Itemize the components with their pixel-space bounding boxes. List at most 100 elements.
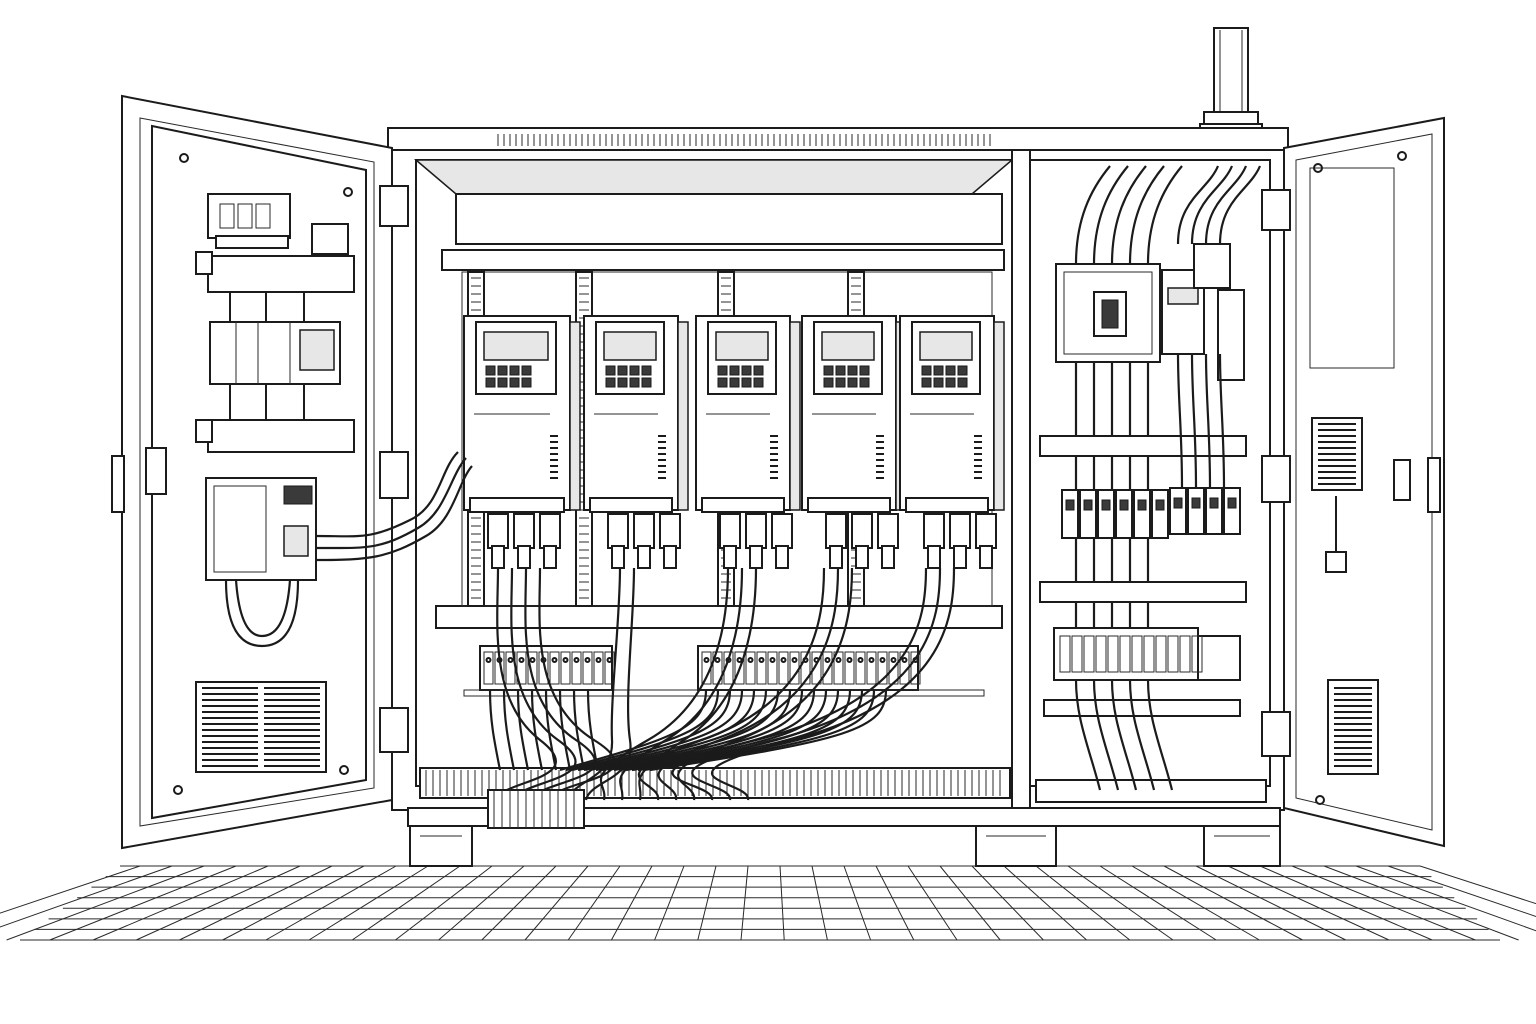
breaker [1115, 489, 1133, 539]
cable [565, 689, 720, 772]
cable [586, 689, 600, 771]
drive-unit [463, 315, 581, 569]
cable [1204, 165, 1248, 245]
cable [510, 567, 577, 801]
cable [601, 689, 792, 772]
left-hinge-bottom [379, 707, 409, 753]
left-door-grille [195, 681, 327, 773]
breaker [1187, 487, 1205, 535]
right-cable-tray [1035, 779, 1267, 803]
left-hinge-mid [379, 451, 409, 499]
cable [589, 689, 768, 772]
right-shelf-2 [1039, 581, 1247, 603]
cable [619, 567, 744, 801]
relay-module [1193, 243, 1231, 289]
cable [643, 689, 876, 772]
cable [613, 689, 816, 772]
breaker [1061, 489, 1079, 539]
cable [1128, 679, 1156, 791]
cable [677, 567, 854, 801]
breaker [1223, 487, 1241, 535]
cable [494, 567, 557, 801]
cable [595, 689, 780, 772]
right-hinge-bottom [1261, 711, 1291, 757]
cable [1190, 353, 1198, 489]
right-bay [1029, 159, 1271, 787]
cable [1092, 165, 1129, 265]
drive-display [919, 331, 973, 361]
cable [1074, 165, 1111, 265]
cable [516, 689, 530, 771]
drive-unit [583, 315, 689, 569]
left-door [111, 94, 473, 850]
foot-2 [975, 825, 1057, 867]
breaker [1097, 489, 1115, 539]
right-bay-content [1039, 165, 1262, 791]
drive-display [603, 331, 657, 361]
door-rail-2 [207, 419, 355, 453]
upper-shelf [441, 249, 1005, 271]
left-door-handle [111, 455, 125, 513]
door-rail-1 [207, 255, 355, 293]
cable [1146, 679, 1174, 791]
cable [631, 689, 852, 772]
cable [538, 567, 616, 801]
cable [1128, 165, 1165, 265]
right-hinge-top [1261, 189, 1291, 231]
cable [637, 689, 864, 772]
cable [1110, 679, 1138, 791]
cable [1074, 679, 1102, 791]
foot-3 [1203, 825, 1281, 867]
cable [571, 689, 732, 772]
cable [1218, 353, 1226, 489]
breaker [1133, 489, 1151, 539]
drive-display [715, 331, 769, 361]
cable [1110, 165, 1147, 265]
breaker [1205, 487, 1223, 535]
cabinet-roof [387, 127, 1289, 151]
right-shelf-3 [1043, 699, 1241, 717]
cable [583, 689, 756, 772]
drive-unit [899, 315, 1005, 569]
right-hinge-mid [1261, 455, 1291, 503]
drive-unit [695, 315, 801, 569]
cable [502, 689, 516, 771]
door-indicator-block [207, 193, 291, 239]
drive-display [821, 331, 875, 361]
cable [1146, 165, 1183, 265]
cable [566, 567, 622, 801]
right-door-grille-bottom [1327, 679, 1379, 775]
door-socket [311, 223, 349, 255]
breaker [1079, 489, 1097, 539]
cable-bundle-clamp [487, 789, 585, 829]
cable [1176, 353, 1184, 489]
right-door-handle [1427, 457, 1441, 513]
cable [1204, 353, 1212, 489]
cable [544, 689, 558, 771]
cable [1092, 679, 1120, 791]
cable [638, 567, 758, 801]
breaker [1169, 487, 1187, 535]
foot-1 [409, 825, 473, 867]
cable [577, 689, 744, 772]
cable [558, 689, 572, 771]
drive-display [483, 331, 549, 361]
cable [488, 689, 502, 771]
cabinet-plinth [407, 807, 1281, 827]
right-door-panel [1283, 116, 1445, 848]
right-terminal-row [1053, 627, 1199, 681]
center-bay-content [435, 249, 1005, 829]
bay-divider [1011, 149, 1031, 811]
roof-vents [497, 134, 991, 146]
drive-unit [801, 315, 907, 569]
cable [524, 567, 597, 801]
cable [599, 567, 730, 801]
cable [649, 689, 888, 772]
cable [572, 689, 586, 771]
floor-tiles [0, 865, 1536, 941]
cable [1176, 165, 1220, 245]
document-pocket [1309, 167, 1395, 369]
cable [530, 689, 544, 771]
breaker [1151, 489, 1169, 539]
